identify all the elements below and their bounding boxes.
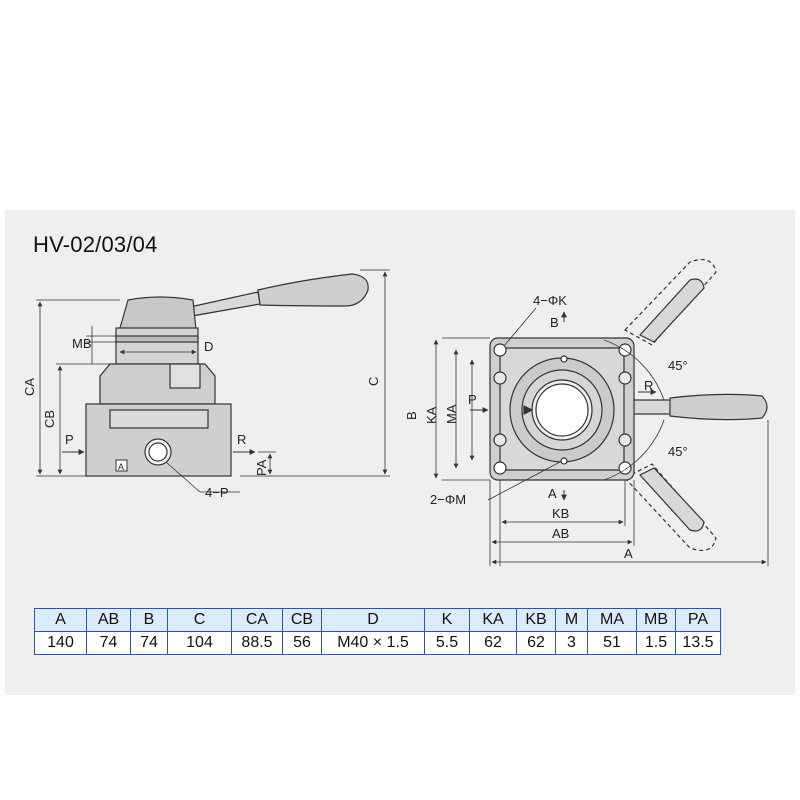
lever-handle [257,273,369,307]
side-view [36,269,390,493]
header-cell: MA [587,608,637,632]
value-cell: M40 × 1.5 [321,631,425,655]
table-header-row: A AB B C CA CB D K KA KB M MA MB PA [34,608,721,632]
label-ka: KA [424,406,439,424]
label-mb: MB [72,336,92,351]
label-b: B [404,411,419,420]
lever-knob [119,296,197,331]
label-m: 2−ΦM [430,492,466,507]
value-cell: 140 [34,631,87,655]
header-cell: A [34,608,87,632]
label-c: C [366,377,381,386]
label-p-top: P [468,392,477,407]
mount-hole-br [618,461,632,475]
lever-shadow-bottom [639,467,705,532]
side-view-labels: MB D CA CB C P R PA 4−P A [22,336,381,500]
value-cell: 104 [167,631,232,655]
value-cell: 62 [516,631,556,655]
value-cell: 5.5 [424,631,470,655]
label-ma: MA [444,404,459,424]
value-cell: 62 [469,631,517,655]
table-values-row: 140 74 74 104 88.5 56 M40 × 1.5 5.5 62 6… [34,631,721,655]
label-k: 4−ΦK [533,293,567,308]
header-cell: B [130,608,168,632]
value-cell: 13.5 [675,631,721,655]
model-title: HV-02/03/04 [33,232,158,257]
value-cell: 1.5 [636,631,676,655]
label-b-top: B [550,315,559,330]
value-cell: 56 [282,631,322,655]
header-cell: CA [231,608,283,632]
label-a: A [624,546,633,561]
label-cb: CB [42,410,57,428]
header-cell: K [424,608,470,632]
label-p: P [65,432,74,447]
header-cell: KB [516,608,556,632]
label-d: D [204,339,213,354]
mount-hole-bl [493,461,507,475]
value-cell: 88.5 [231,631,283,655]
label-a-bottom: A [548,486,557,501]
value-cell: 3 [555,631,588,655]
header-cell: KA [469,608,517,632]
lever-arm [189,291,261,317]
label-angle-bottom: 45° [668,444,688,459]
label-r-top: R [644,378,653,393]
value-cell: 51 [587,631,637,655]
top-view [433,259,769,566]
collar [115,327,199,365]
dimension-table: A AB B C CA CB D K KA KB M MA MB PA 140 … [34,608,721,655]
label-angle-top: 45° [668,358,688,373]
label-kb: KB [552,506,569,521]
label-ca: CA [22,378,37,396]
lever-shadow-top [639,278,705,343]
header-cell: CB [282,608,322,632]
header-cell: AB [86,608,131,632]
header-cell: MB [636,608,676,632]
value-cell: 74 [130,631,168,655]
mount-hole-tl [493,343,507,357]
value-cell: 74 [86,631,131,655]
header-cell: M [555,608,588,632]
header-cell: D [321,608,425,632]
label-ab: AB [552,526,569,541]
top-lever-handle [669,393,768,421]
header-cell: PA [675,608,721,632]
label-r: R [237,432,246,447]
label-port: 4−P [205,485,229,500]
header-cell: C [167,608,232,632]
lever-ghost-top [624,259,717,346]
label-marker: A [118,462,124,472]
label-pa: PA [254,459,269,476]
lever-ghost-bottom [624,463,717,551]
top-view-labels: 4−ΦK B B KA MA P R A 2−ΦM KB AB A 45° 45… [404,293,688,561]
